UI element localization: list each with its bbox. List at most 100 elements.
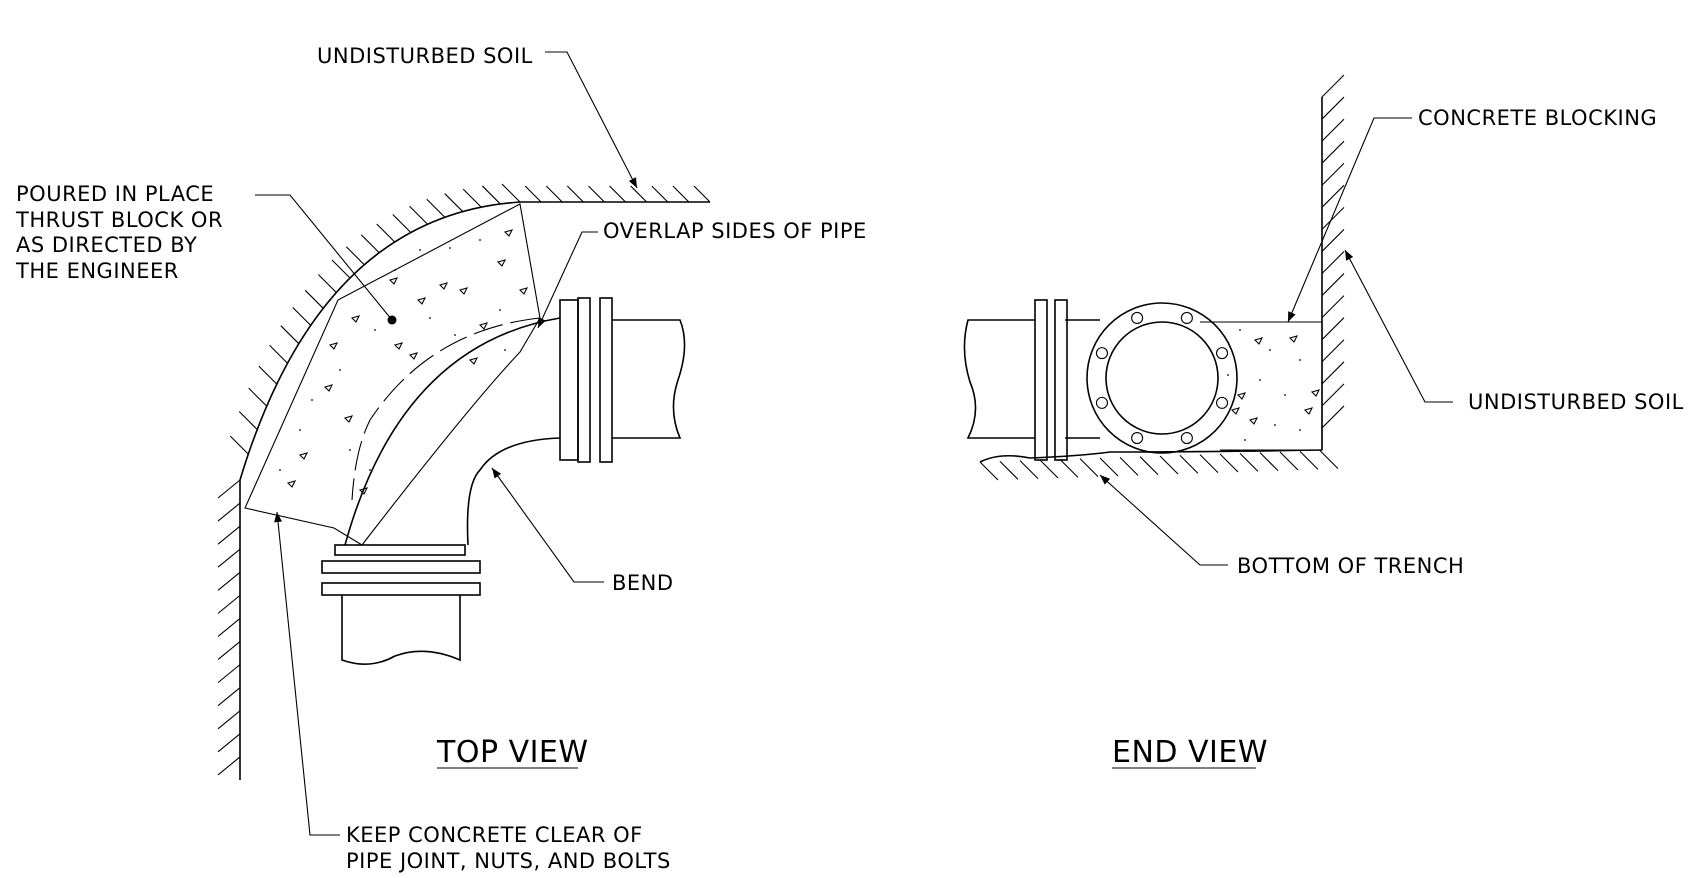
hatch-line <box>1321 162 1345 186</box>
label-bottom-of-trench: BOTTOM OF TRENCH <box>1237 554 1464 578</box>
hatch-line <box>248 387 268 407</box>
top-view-title: TOP VIEW <box>436 735 589 770</box>
hatch-line <box>1199 454 1219 474</box>
aggregate-dot <box>279 469 281 471</box>
hatch-line <box>588 185 605 203</box>
aggregate-triangle <box>1236 392 1247 400</box>
hatch-line <box>1219 453 1239 473</box>
soil-hatching-end <box>979 74 1345 481</box>
aggregate-dot <box>299 429 301 431</box>
hatch-line <box>217 594 241 614</box>
hatch-line <box>360 234 380 254</box>
hatch-line <box>566 185 584 203</box>
hatch-line <box>217 479 241 499</box>
hatch-line <box>693 185 711 203</box>
bolt <box>1180 311 1193 324</box>
aggregate-dot <box>419 249 421 251</box>
hatch-line <box>1019 460 1039 480</box>
hatch-line <box>1279 451 1299 471</box>
hatch-line <box>545 185 563 203</box>
hatch-line <box>1321 339 1345 363</box>
hatch-line <box>1321 383 1345 407</box>
aggregate-triangle <box>478 322 489 330</box>
aggregate-dot <box>1227 374 1229 376</box>
hatch-line <box>376 223 396 243</box>
aggregate-triangle <box>503 229 514 237</box>
concrete-stipple <box>279 229 529 495</box>
hatch-line <box>501 183 521 203</box>
hatch-line <box>1321 405 1345 429</box>
concrete-blocking <box>1220 321 1323 451</box>
aggregate-dot <box>1269 349 1271 351</box>
aggregate-dot <box>349 449 351 451</box>
hatch-line <box>392 214 412 233</box>
label-concrete-blocking: CONCRETE BLOCKING <box>1418 106 1657 130</box>
hatch-line <box>229 435 249 455</box>
aggregate-triangle <box>1230 407 1241 415</box>
bolt <box>1180 432 1193 445</box>
hatch-line <box>217 618 241 637</box>
hatch-line <box>1319 450 1339 470</box>
hatch-line <box>1059 458 1079 478</box>
aggregate-dot <box>479 239 481 241</box>
aggregate-dot <box>1239 329 1241 331</box>
hatch-line <box>292 306 312 326</box>
hatch-line <box>217 756 241 776</box>
hatch-line <box>651 185 669 203</box>
hatch-line <box>1321 251 1345 274</box>
soil-boundary <box>239 201 710 780</box>
hatch-line <box>1321 229 1345 252</box>
aggregate-dot <box>499 309 501 311</box>
hatch-line <box>217 548 241 568</box>
aggregate-triangle <box>393 342 404 350</box>
hatch-line <box>1259 452 1279 472</box>
label-bend: BEND <box>612 571 674 595</box>
label-thrust-block-4: THE ENGINEER <box>15 259 179 283</box>
flange-inner <box>1105 321 1219 435</box>
hatch-line <box>1119 456 1139 476</box>
hatch-line <box>1321 96 1345 120</box>
aggregate-dot <box>429 317 431 319</box>
concrete-stipple-end <box>1227 329 1321 441</box>
aggregate-dot <box>394 269 396 271</box>
end-view: CONCRETE BLOCKING UNDISTURBED SOIL BOTTO… <box>963 74 1684 770</box>
hatch-line <box>1079 458 1099 478</box>
leader-dot <box>387 315 397 325</box>
hatch-line <box>999 460 1019 480</box>
aggregate-triangle <box>328 342 339 350</box>
bolt <box>1131 432 1144 445</box>
hatch-line <box>1321 273 1345 296</box>
end-view-title: END VIEW <box>1112 735 1268 770</box>
hatch-line <box>1321 361 1345 385</box>
bolt <box>1216 396 1229 409</box>
hatch-line <box>1239 452 1259 472</box>
flange-bolts <box>1095 311 1229 445</box>
aggregate-triangle <box>1288 335 1299 343</box>
aggregate-dot <box>1259 379 1261 381</box>
hatch-line <box>1139 456 1159 476</box>
label-keep-clear-2: PIPE JOINT, NUTS, AND BOLTS <box>346 849 671 873</box>
trench-bottom <box>979 449 1323 463</box>
hatch-line <box>1321 74 1345 98</box>
flange-outer <box>1086 302 1238 454</box>
aggregate-triangle <box>408 352 419 360</box>
end-pipe <box>963 319 1035 439</box>
aggregate-dot <box>1244 439 1246 441</box>
aggregate-triangle <box>350 315 361 323</box>
label-undisturbed-soil-end: UNDISTURBED SOIL <box>1468 390 1684 414</box>
aggregate-triangle <box>438 282 449 290</box>
hatch-line <box>217 571 241 591</box>
aggregate-triangle <box>286 480 297 488</box>
hatch-line <box>1321 184 1345 208</box>
aggregate-dot <box>504 349 506 351</box>
hatch-line <box>217 710 241 730</box>
thrust-block <box>244 203 541 546</box>
aggregate-dot <box>1299 359 1301 361</box>
aggregate-dot <box>454 334 456 336</box>
hatch-line <box>426 198 446 218</box>
aggregate-triangle <box>298 452 309 460</box>
soil-hatching <box>217 183 711 776</box>
hatch-line <box>672 185 690 203</box>
